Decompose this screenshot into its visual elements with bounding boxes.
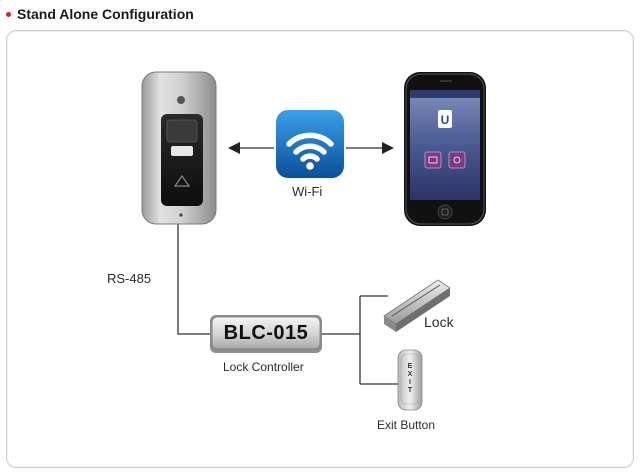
title-bullet-icon (6, 11, 11, 17)
wifi-label: Wi-Fi (292, 184, 323, 199)
exit-letter-e: E (407, 363, 413, 370)
diagram-panel (6, 30, 634, 468)
rs485-line (177, 224, 212, 335)
magnetic-lock-icon (383, 279, 451, 332)
section-title: Stand Alone Configuration (6, 4, 194, 24)
exit-letter-i: I (409, 379, 411, 386)
lock-label: Lock (424, 314, 454, 330)
smartphone: U (404, 72, 486, 226)
section-title-text: Stand Alone Configuration (17, 6, 194, 22)
wifi-icon (276, 110, 344, 178)
arrow-left-icon (228, 142, 240, 154)
exit-button-caption: Exit Button (377, 418, 436, 432)
controller-model-label: BLC-015 (223, 321, 309, 344)
rs485-label: RS-485 (107, 271, 152, 286)
fingerprint-terminal (141, 71, 217, 225)
exit-letter-x: X (407, 371, 413, 378)
arrow-right-icon (382, 142, 394, 154)
exit-letter-t: T (407, 387, 413, 394)
svg-text:U: U (441, 113, 450, 127)
controller-caption: Lock Controller (223, 360, 304, 374)
lock-controller-box (210, 315, 322, 353)
exit-button-text: E X I T (398, 356, 422, 402)
exit-button-device (397, 349, 423, 411)
connection-lines (177, 147, 398, 385)
